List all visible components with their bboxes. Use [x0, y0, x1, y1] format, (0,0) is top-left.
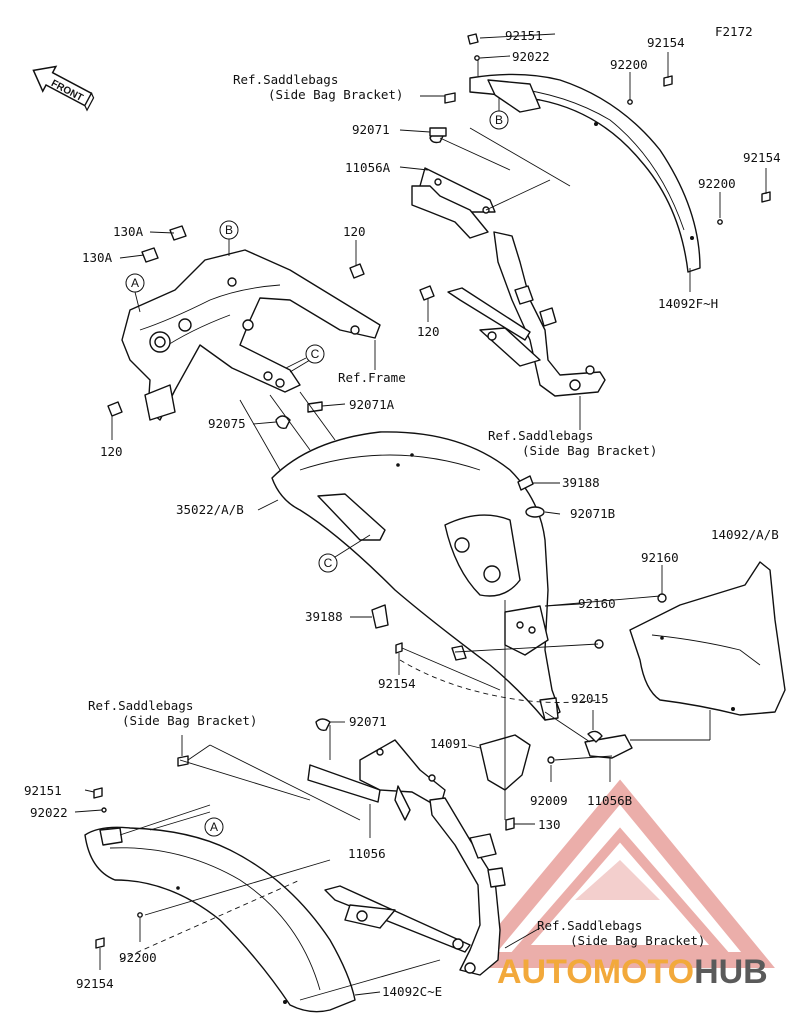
watermark-part2: HUB	[694, 953, 768, 991]
label-120-top: 120	[343, 224, 366, 239]
watermark-part1: AUTOMOTO	[497, 953, 694, 991]
svg-text:C: C	[311, 347, 320, 361]
assembly-lines	[119, 60, 711, 1001]
bracket-11056A	[411, 131, 496, 239]
label-ref-saddlebags-mid-1: Ref.Saddlebags	[488, 428, 593, 443]
svg-text:B: B	[495, 113, 503, 127]
label-92075: 92075	[208, 416, 246, 431]
label-ref-saddlebags-br-1: Ref.Saddlebags	[537, 918, 642, 933]
label-11056A: 11056A	[345, 160, 391, 175]
label-92160-a: 92160	[641, 550, 679, 565]
svg-text:A: A	[131, 276, 139, 290]
label-130: 130	[538, 817, 561, 832]
label-92200-tr: 92200	[610, 57, 648, 72]
part-92075	[275, 415, 291, 430]
label-92151-top: 92151	[505, 28, 543, 43]
callout-A-frame: A	[125, 273, 145, 313]
svg-text:C: C	[324, 556, 333, 570]
label-92022-b: 92022	[30, 805, 68, 820]
part-92071B	[525, 506, 545, 518]
label-39188-r: 39188	[562, 475, 600, 490]
label-ref-saddlebags-top-2: (Side Bag Bracket)	[268, 87, 403, 102]
label-ref-frame: Ref.Frame	[338, 370, 406, 385]
side-bag-bracket-lower	[324, 797, 506, 976]
part-92160-a	[657, 593, 667, 603]
part-labels: F2172 92151 92022 92154 92200 Ref.Saddle…	[24, 24, 781, 999]
label-130A-1: 130A	[113, 224, 144, 239]
label-92009: 92009	[530, 793, 568, 808]
label-92154-m: 92154	[378, 676, 416, 691]
part-39188-left	[371, 604, 389, 629]
callout-C-fender: C	[318, 534, 371, 573]
label-92022-top: 92022	[512, 49, 550, 64]
part-92009	[547, 756, 555, 764]
label-14092CE: 14092C~E	[382, 984, 442, 999]
label-ref-saddlebags-bl-2: (Side Bag Bracket)	[122, 713, 257, 728]
leader-lines	[74, 33, 767, 996]
side-bag-bracket-upper	[447, 231, 606, 397]
cover-14092AB	[594, 561, 786, 716]
label-92200-b: 92200	[119, 950, 157, 965]
label-92160-b: 92160	[578, 596, 616, 611]
label-120-mid: 120	[417, 324, 440, 339]
label-35022: 35022/A/B	[176, 502, 244, 517]
label-11056B: 11056B	[587, 793, 632, 808]
label-14092FH: 14092F~H	[658, 296, 718, 311]
watermark-logo	[462, 779, 775, 968]
label-92200-r: 92200	[698, 176, 736, 191]
callout-A-lower: A	[204, 817, 224, 837]
label-120-left: 120	[100, 444, 123, 459]
label-ref-saddlebags-bl-1: Ref.Saddlebags	[88, 698, 193, 713]
callout-B-frame: B	[219, 220, 239, 256]
rear-frame	[107, 225, 435, 421]
label-14091: 14091	[430, 736, 468, 751]
label-92154-b: 92154	[76, 976, 114, 991]
label-92071-top: 92071	[352, 122, 390, 137]
bracket-11056	[307, 718, 446, 821]
label-92154-r: 92154	[743, 150, 781, 165]
part-92071A	[307, 401, 323, 413]
label-ref-saddlebags-br-2: (Side Bag Bracket)	[570, 933, 705, 948]
cover-14092CE	[84, 826, 356, 1013]
front-arrow-icon: FRONT	[32, 65, 95, 112]
label-11056: 11056	[348, 846, 386, 861]
part-130	[505, 817, 515, 831]
callout-B-top: B	[489, 98, 509, 130]
part-39188-right	[517, 475, 534, 491]
callout-C-frame: C	[285, 344, 325, 369]
label-92154-tr: 92154	[647, 35, 685, 50]
svg-text:A: A	[210, 820, 218, 834]
cover-14092FH	[469, 73, 701, 273]
label-39188-l: 39188	[305, 609, 343, 624]
label-92151-b: 92151	[24, 783, 62, 798]
label-92015: 92015	[571, 691, 609, 706]
part-92015	[587, 730, 603, 743]
label-92071A: 92071A	[349, 397, 395, 412]
rear-fender-35022	[271, 431, 561, 721]
label-130A-2: 130A	[82, 250, 113, 265]
label-92071-b: 92071	[349, 714, 387, 729]
label-ref-saddlebags-mid-2: (Side Bag Bracket)	[522, 443, 657, 458]
svg-text:B: B	[225, 223, 233, 237]
label-ref-saddlebags-top-1: Ref.Saddlebags	[233, 72, 338, 87]
label-14092AB: 14092/A/B	[711, 527, 779, 542]
watermark-text: AUTOMOTOHUB	[497, 953, 768, 991]
figure-code: F2172	[715, 24, 753, 39]
label-92071B: 92071B	[570, 506, 615, 521]
